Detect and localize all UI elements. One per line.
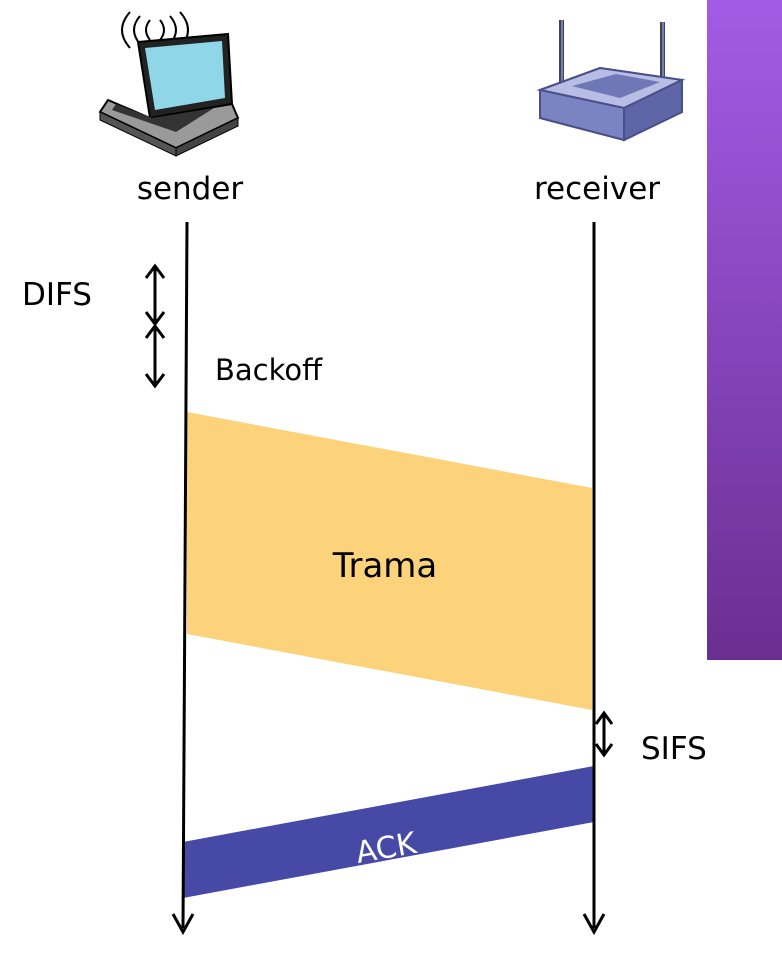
sifs-label: SIFS xyxy=(641,731,707,767)
sender-label: sender xyxy=(137,171,244,207)
laptop-wifi-icon xyxy=(98,11,240,157)
receiver-timeline xyxy=(582,222,606,936)
decorative-panel xyxy=(707,0,782,660)
backoff-arrow-icon xyxy=(144,323,166,389)
ack-frame xyxy=(183,766,594,898)
sender-time-arrow-icon xyxy=(171,913,195,936)
backoff-label: Backoff xyxy=(215,353,323,387)
wireless-router-icon xyxy=(536,20,686,142)
receiver-time-arrow-icon xyxy=(582,913,606,936)
difs-label: DIFS xyxy=(22,277,92,313)
data-frame-label: Trama xyxy=(332,546,438,586)
difs-arrow-icon xyxy=(144,263,166,327)
sender-timeline xyxy=(171,221,195,936)
receiver-label: receiver xyxy=(534,171,660,207)
sifs-arrow-icon xyxy=(594,710,614,758)
data-frame xyxy=(187,412,592,710)
